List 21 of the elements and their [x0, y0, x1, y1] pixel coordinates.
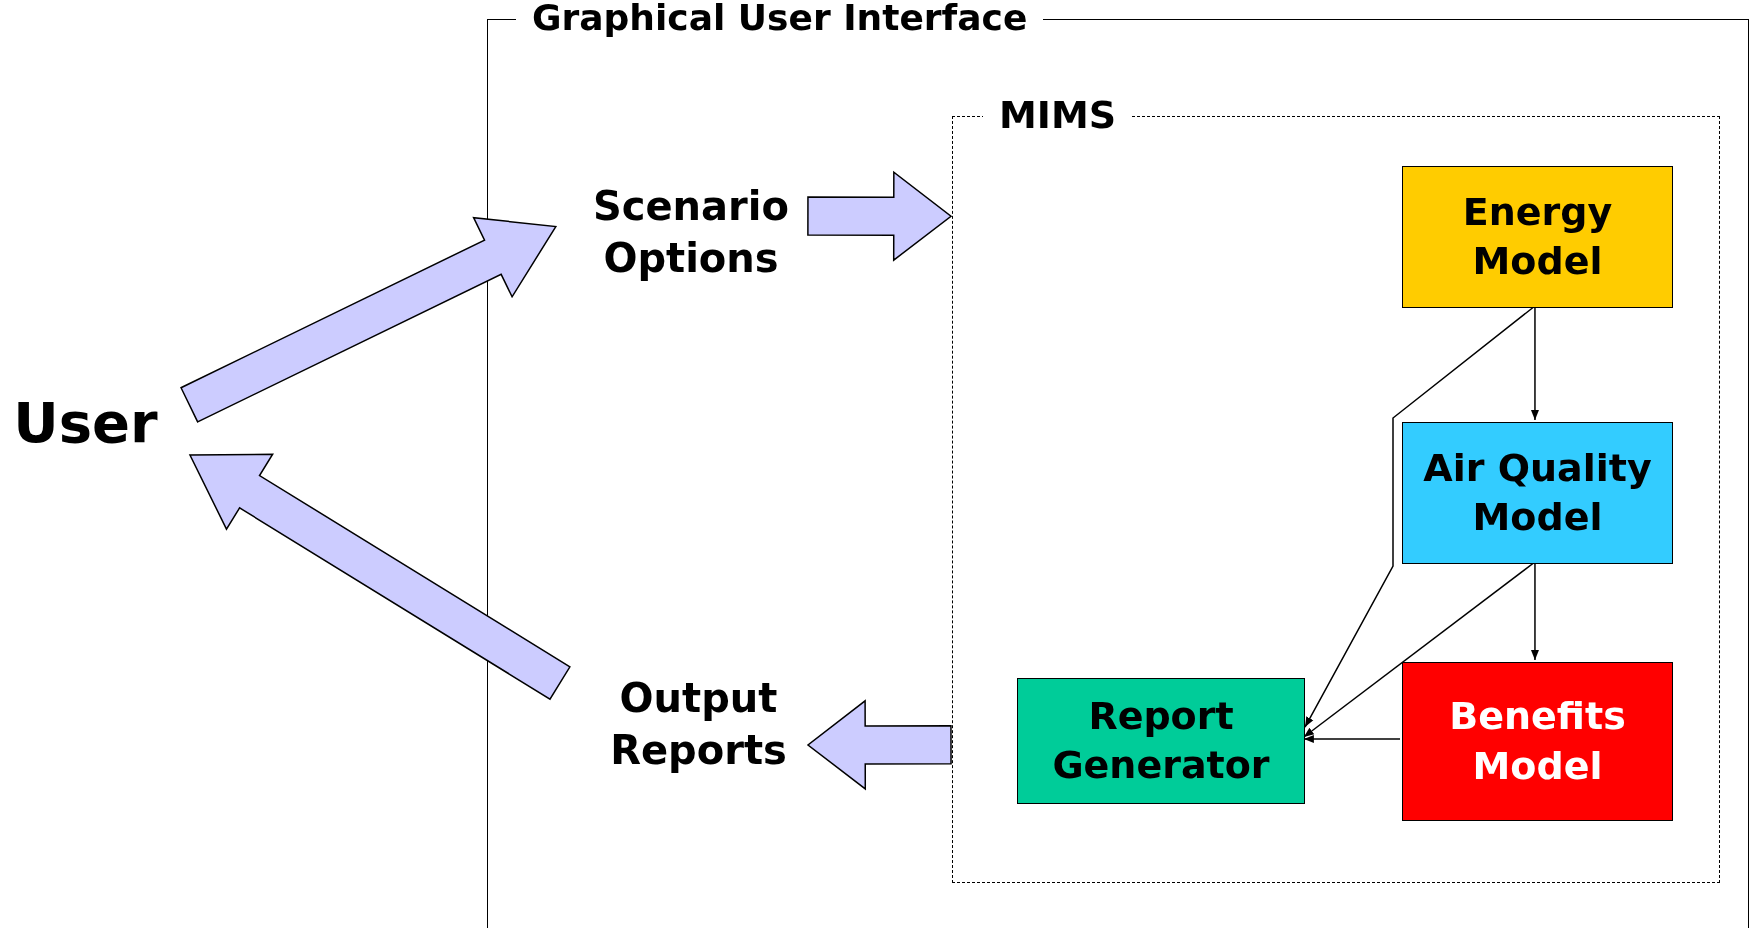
- arrow: [1304, 305, 1536, 728]
- box-label: Report Generator: [1051, 692, 1271, 789]
- generator-box: [1017, 678, 1305, 804]
- model-box: [1402, 662, 1673, 821]
- arrow: [1303, 561, 1536, 738]
- user-label: User: [13, 388, 158, 457]
- model-box: [1402, 422, 1673, 564]
- arrow: [1303, 735, 1401, 743]
- block-arrow: [188, 453, 571, 701]
- block-arrow: [806, 699, 952, 791]
- box-label: Benefits Model: [1448, 693, 1627, 790]
- reports-label: Output Reports: [609, 674, 788, 775]
- box-label: Energy Model: [1461, 188, 1614, 285]
- box-label: Air Quality Model: [1422, 444, 1653, 541]
- options-label: Scenario Options: [591, 182, 790, 283]
- frame-title: Graphical User Interface: [516, 0, 1044, 37]
- model-box: [1402, 166, 1673, 308]
- arrow: [1530, 561, 1539, 661]
- block-arrow: [807, 170, 953, 262]
- arrow: [1530, 305, 1539, 421]
- block-arrow: [180, 216, 558, 423]
